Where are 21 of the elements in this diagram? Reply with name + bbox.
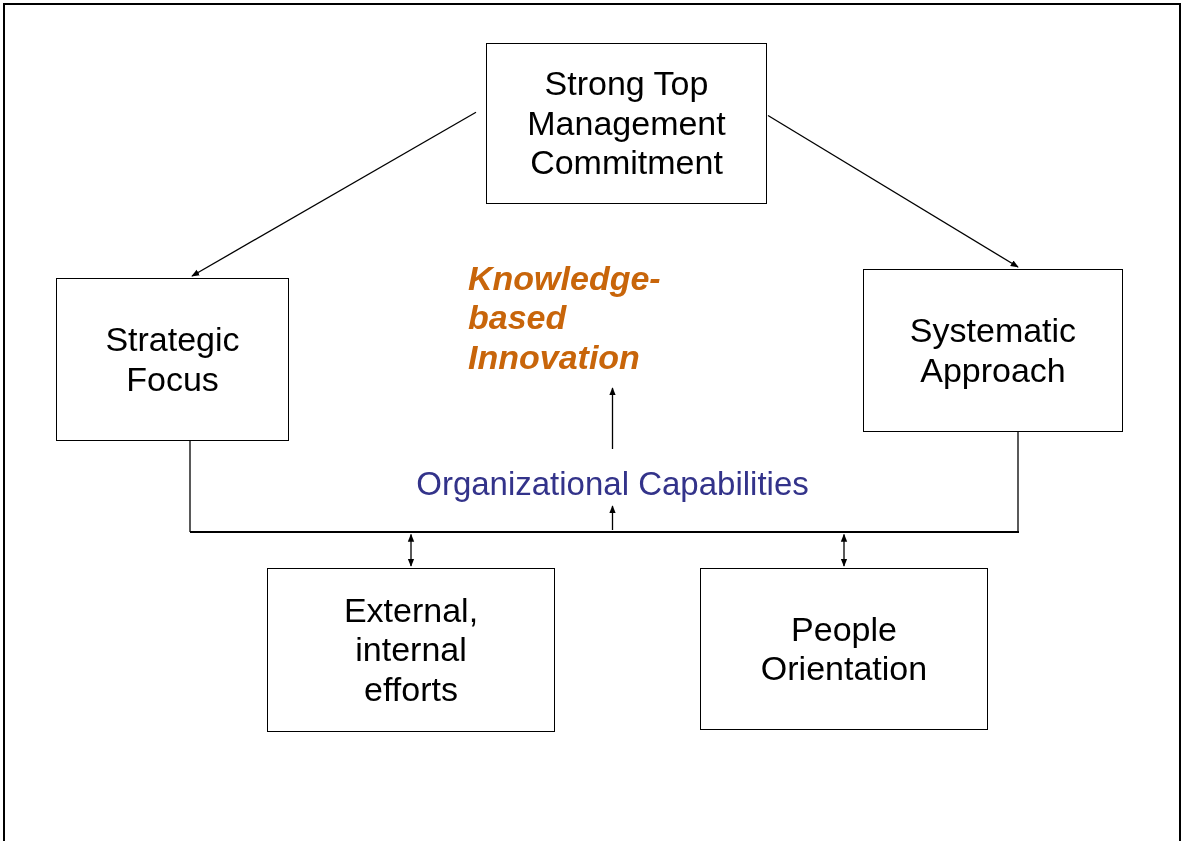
connector-line <box>189 440 191 533</box>
arrow <box>191 111 477 277</box>
text-label: Knowledge-based Innovation <box>468 258 662 378</box>
bus-line <box>190 531 1019 533</box>
connector-line <box>1017 431 1019 533</box>
process-box <box>56 278 289 441</box>
arrow <box>767 114 1019 268</box>
arrow <box>407 533 415 567</box>
box-label: Strong Top Management Commitment <box>526 64 727 183</box>
box-label: Systematic Approach <box>908 311 1078 390</box>
box-label: People Orientation <box>759 609 929 689</box>
arrow <box>609 505 616 531</box>
arrow <box>609 387 616 450</box>
box-label: External, internal efforts <box>342 590 480 710</box>
text-label: Organizational Capabilities <box>415 464 810 504</box>
process-box <box>486 43 767 204</box>
process-box <box>267 568 555 732</box>
arrow <box>840 533 848 567</box>
process-box <box>863 269 1123 432</box>
box-label: Strategic Focus <box>104 320 241 399</box>
process-box <box>700 568 988 730</box>
